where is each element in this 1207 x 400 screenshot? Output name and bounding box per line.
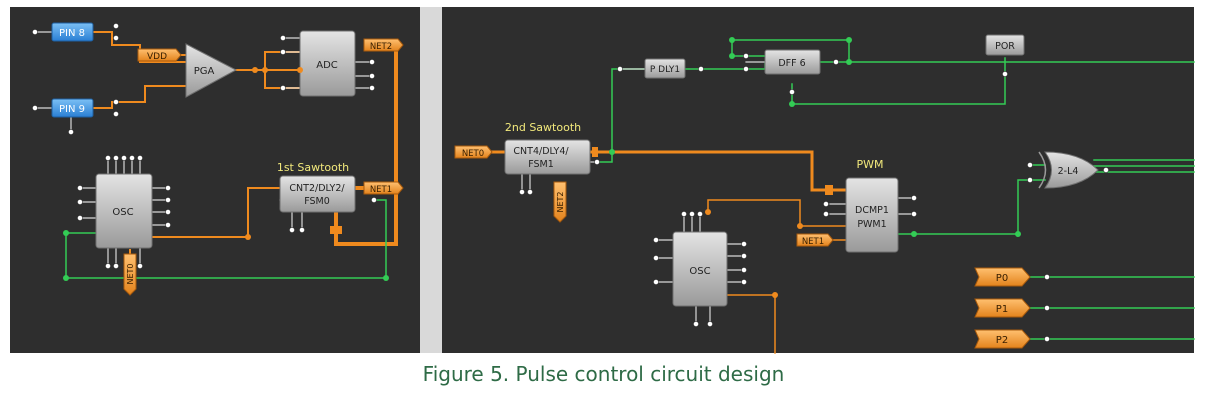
- right-cnt-connector[interactable]: [592, 147, 598, 157]
- net1-label: NET1: [370, 185, 392, 195]
- p0-label: P0: [996, 273, 1008, 284]
- left-pin-dots: [32, 23, 377, 269]
- cnt2-label-line2: FSM0: [304, 196, 330, 207]
- left-pin9[interactable]: PIN 9: [51, 98, 94, 118]
- right-xor-gate[interactable]: 2-L4: [1038, 151, 1099, 189]
- left-net2-tag[interactable]: NET2: [363, 38, 404, 52]
- left-cnt-block[interactable]: CNT2/DLY2/ FSM0: [279, 175, 356, 213]
- osc-label: OSC: [112, 207, 133, 218]
- right-net2-label: NET2: [556, 191, 565, 212]
- left-pin8[interactable]: PIN 8: [51, 22, 94, 42]
- left-pga-block[interactable]: PGA: [185, 43, 238, 98]
- net0-label: NET0: [126, 263, 135, 284]
- right-net0-label: NET0: [462, 149, 484, 159]
- right-pwm-block[interactable]: DCMP1 PWM1: [845, 177, 899, 253]
- right-p0-tag[interactable]: P0: [974, 267, 1031, 287]
- figure-caption: Figure 5. Pulse control circuit design: [422, 362, 785, 386]
- cnt2-label-line1: CNT2/DLY2/: [289, 183, 345, 194]
- p2-label: P2: [996, 335, 1008, 346]
- left-osc-block[interactable]: OSC: [95, 173, 153, 249]
- pin9-label: PIN 9: [59, 104, 85, 115]
- pwm-title: PWM: [856, 158, 883, 171]
- adc-label: ADC: [316, 60, 338, 71]
- right-osc-block[interactable]: OSC: [672, 231, 728, 307]
- right-p2-tag[interactable]: P2: [974, 329, 1031, 349]
- p1-label: P1: [996, 304, 1008, 315]
- right-pin-dots: [519, 53, 1109, 342]
- pwm-label-line2: PWM1: [857, 219, 886, 230]
- right-net1-tag[interactable]: NET1: [796, 233, 834, 247]
- right-dff-block[interactable]: DFF 6: [764, 49, 821, 75]
- right-net1-label: NET1: [802, 237, 824, 247]
- vdd-label: VDD: [147, 52, 167, 62]
- net2-label: NET2: [370, 42, 392, 52]
- right-orange-dots: [705, 209, 803, 298]
- left-vdd-tag[interactable]: VDD: [137, 48, 182, 62]
- right-wires: [488, 39, 1195, 354]
- por-label: POR: [995, 41, 1015, 52]
- pwm-label-line1: DCMP1: [855, 205, 889, 216]
- left-net0-tag[interactable]: NET0: [123, 253, 137, 296]
- left-net1-tag[interactable]: NET1: [363, 181, 404, 195]
- left-green-dots: [63, 230, 389, 281]
- left-connector-square[interactable]: [330, 226, 342, 234]
- right-p1-tag[interactable]: P1: [974, 298, 1031, 318]
- right-net0-tag[interactable]: NET0: [454, 145, 493, 159]
- right-por-block[interactable]: POR: [985, 34, 1025, 56]
- xor-label: 2-L4: [1058, 166, 1079, 177]
- pdly-label: P DLY1: [650, 65, 680, 75]
- pga-label: PGA: [194, 66, 215, 77]
- right-osc-label: OSC: [689, 266, 710, 277]
- dff-label: DFF 6: [778, 58, 805, 69]
- left-adc-block[interactable]: ADC: [299, 30, 356, 97]
- right-pdly-block[interactable]: P DLY1: [644, 58, 686, 79]
- right-green-dots: [609, 37, 1021, 237]
- left-junction-dots: [245, 67, 303, 240]
- right-net2-tag[interactable]: NET2: [553, 181, 567, 223]
- cnt4-label-line1: CNT4/DLY4/: [513, 146, 569, 157]
- right-cnt-block[interactable]: CNT4/DLY4/ FSM1: [504, 139, 591, 175]
- right-pwm-connector[interactable]: [825, 185, 833, 195]
- sawtooth2-title: 2nd Sawtooth: [505, 121, 581, 134]
- cnt4-label-line2: FSM1: [528, 159, 554, 170]
- panel-divider[interactable]: [420, 7, 442, 353]
- pin8-label: PIN 8: [59, 28, 85, 39]
- sawtooth1-title: 1st Sawtooth: [277, 161, 349, 174]
